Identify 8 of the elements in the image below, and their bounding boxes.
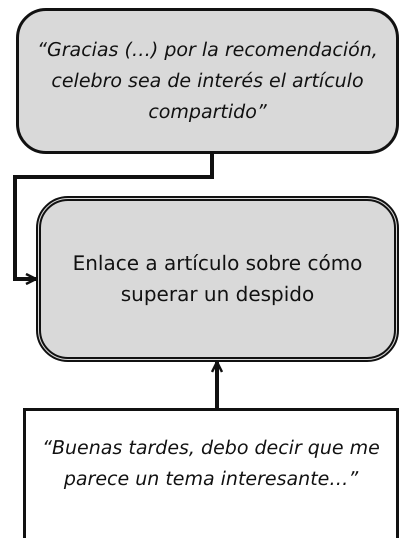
node-text: “Gracias (…) por la recomendación, celebro sea de interés el artículo compartido”: [36, 38, 379, 124]
node-text: Enlace a artículo sobre cómo superar un despido: [72, 250, 364, 308]
arrow: [13, 154, 214, 286]
rounded-box: [36, 196, 399, 362]
node-text: “Buenas tardes, debo decir que me parece un tema interesante…”: [41, 436, 381, 492]
process-box: [23, 408, 399, 538]
rounded-box: [16, 8, 399, 154]
arrow: [210, 360, 224, 408]
